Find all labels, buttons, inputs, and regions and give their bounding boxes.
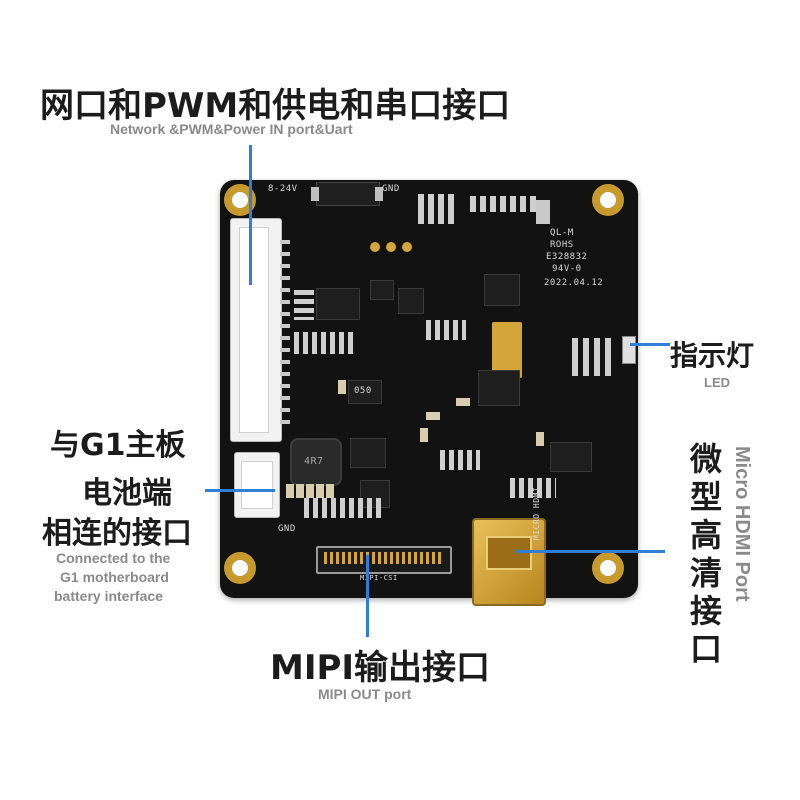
mounting-hole-top-right: [592, 184, 624, 216]
silkscreen-chip-mark: 050: [354, 386, 372, 396]
pcb-board: 8-24V GND GND QL-M ROHS E328832 94V-0 20…: [220, 180, 638, 606]
gold-square-pad: [492, 322, 522, 378]
mounting-hole-bottom-right: [592, 552, 624, 584]
diode: [311, 182, 383, 206]
resistor: [316, 484, 324, 498]
resistor: [326, 484, 334, 498]
smd-component: [294, 290, 314, 320]
chip: [478, 370, 520, 406]
resistor: [296, 484, 304, 498]
resistor: [286, 484, 294, 498]
silkscreen-date: 2022.04.12: [544, 278, 604, 288]
smd-component: [418, 194, 458, 224]
hdmi-label-cn-2: 型: [690, 478, 723, 516]
chip: [398, 288, 424, 314]
led-label-cn: 指示灯: [670, 339, 755, 372]
smd-component: [470, 196, 540, 212]
battery-label-cn-1: 与G1主板: [50, 428, 186, 463]
inductor: 4R7: [290, 438, 342, 486]
battery-connector: [234, 452, 280, 518]
connector-pins: [280, 240, 290, 430]
hdmi-label-cn-5: 接: [690, 592, 723, 630]
resistor: [456, 398, 470, 406]
silkscreen-model: QL-M: [550, 228, 574, 238]
resistor: [338, 380, 346, 394]
resistor: [306, 484, 314, 498]
hdmi-pointer-line: [515, 550, 665, 553]
silkscreen-rohs: ROHS: [550, 240, 574, 250]
smd-component: [510, 478, 556, 498]
smd-component: [536, 200, 550, 224]
hdmi-label-cn-6: 口: [690, 630, 723, 668]
battery-label-cn-3: 相连的接口: [42, 516, 192, 551]
silkscreen-voltage: 8-24V: [268, 184, 298, 194]
led-label-en: LED: [704, 375, 730, 390]
led-pointer-line: [630, 343, 670, 346]
battery-label-en-2: G1 motherboard: [60, 569, 169, 585]
network-power-connector: [230, 218, 282, 442]
smd-component: [426, 320, 466, 340]
mipi-label-en: MIPI OUT port: [318, 686, 412, 702]
gold-pads: [370, 242, 414, 254]
battery-label-cn-2: 电池端: [82, 476, 172, 511]
smd-component: [294, 332, 354, 354]
smd-component: [304, 498, 384, 518]
mipi-pointer-line: [366, 555, 369, 637]
silkscreen-gnd-bottom: GND: [278, 524, 296, 534]
silkscreen-gnd-top: GND: [382, 184, 400, 194]
hdmi-label-cn-4: 清: [690, 554, 723, 592]
chip: [370, 280, 394, 300]
silkscreen-cert: E328832: [546, 252, 588, 262]
hdmi-label-cn-3: 高: [690, 516, 723, 554]
resistor: [536, 432, 544, 446]
chip: [484, 274, 520, 306]
silkscreen-mipi: MIPI-CSI: [360, 574, 398, 582]
network-label-en: Network &PWM&Power IN port&Uart: [110, 121, 353, 137]
mounting-hole-bottom-left: [224, 552, 256, 584]
silkscreen-rating: 94V-0: [552, 264, 582, 274]
mipi-connector: [316, 546, 452, 574]
battery-label-en-3: battery interface: [54, 588, 163, 604]
chip: [348, 380, 382, 404]
chip: [550, 442, 592, 472]
silkscreen-hdmi: MICRO HDMI: [532, 486, 541, 540]
battery-pointer-line: [205, 489, 275, 492]
hdmi-label-en: Micro HDMI Port: [731, 446, 753, 602]
chip: [350, 438, 386, 468]
network-pointer-line: [249, 145, 252, 285]
battery-label-en-1: Connected to the: [56, 550, 171, 566]
smd-component: [572, 338, 612, 376]
resistor: [426, 412, 440, 420]
hdmi-label-cn-1: 微: [690, 440, 723, 478]
mipi-label-cn: MIPI输出接口: [270, 648, 491, 688]
micro-hdmi-connector: [472, 518, 546, 606]
smd-component: [440, 450, 480, 470]
network-label-cn: 网口和PWM和供电和串口接口: [40, 86, 511, 126]
led-component: [622, 336, 636, 364]
resistor: [420, 428, 428, 442]
chip: [316, 288, 360, 320]
